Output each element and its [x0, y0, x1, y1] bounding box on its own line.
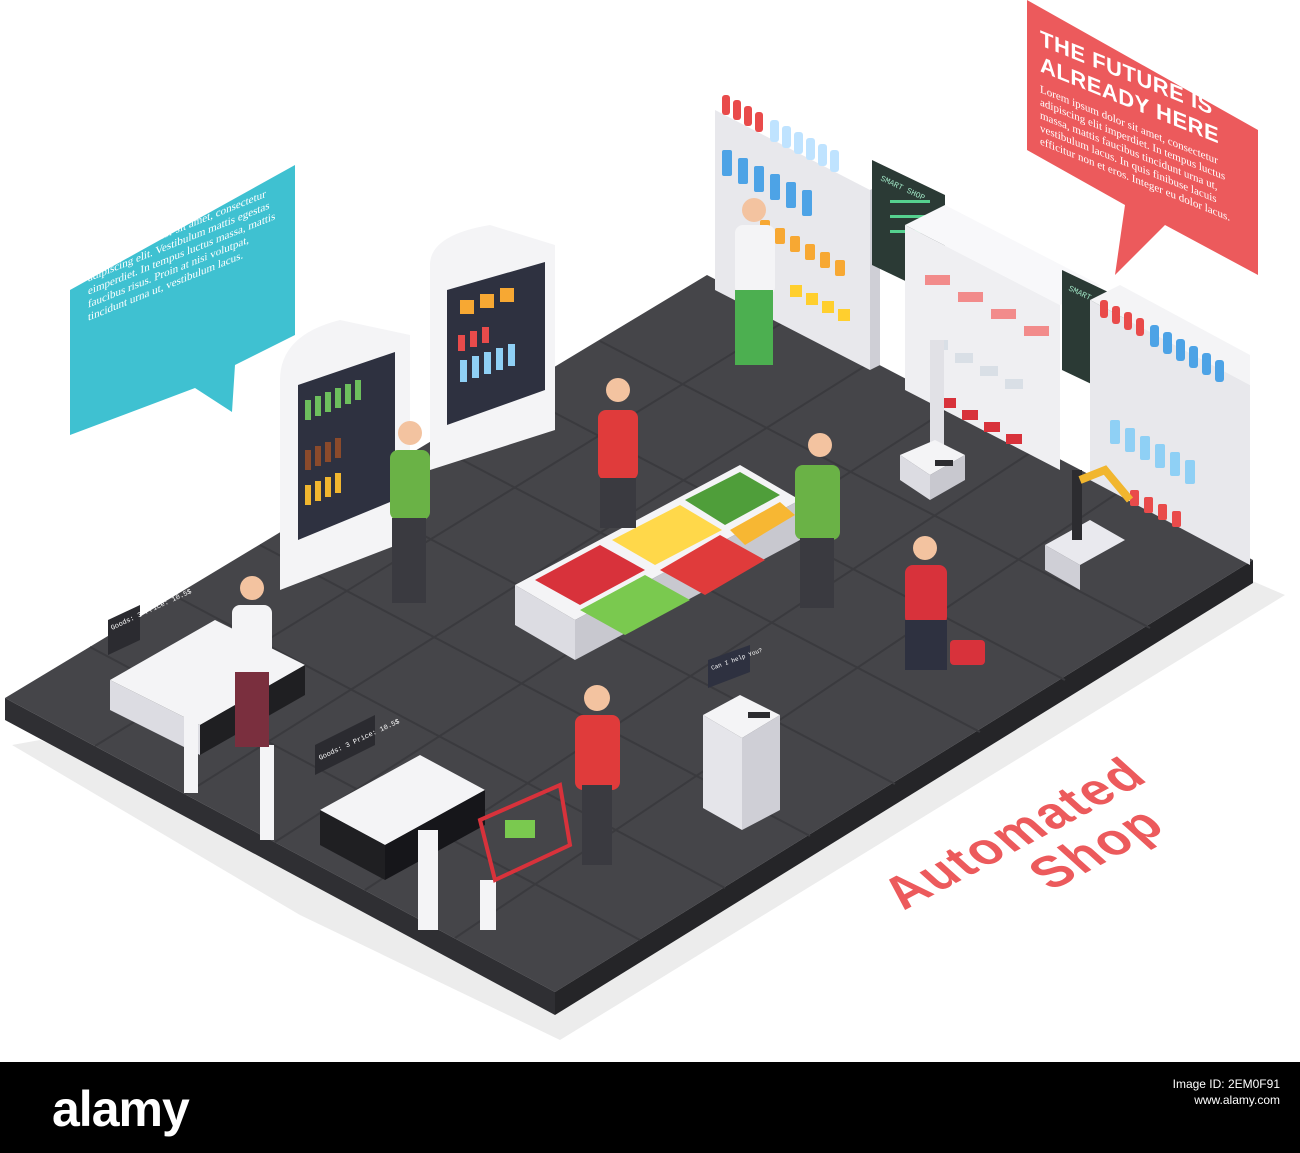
- alamy-logo: alamy: [52, 1081, 190, 1137]
- shopper-with-basket: [905, 536, 985, 670]
- floor-edge-right: [555, 560, 1253, 1015]
- exit-gates: [184, 703, 496, 930]
- speech-bubble-left-shape: [70, 165, 295, 435]
- robot-forklift: [1045, 465, 1134, 590]
- footer-meta: Image ID: 2EM0F91 www.alamy.com: [1173, 1076, 1280, 1108]
- image-id-label: Image ID: 2EM0F91: [1172, 1077, 1280, 1091]
- vending-screen-left: [280, 320, 410, 590]
- footer-url: www.alamy.com: [1194, 1093, 1280, 1107]
- customer-at-produce: [795, 433, 840, 608]
- vending-screen-right: [430, 225, 555, 470]
- assistant-robot-front: Can I help You?: [703, 645, 780, 830]
- floor-edge-left: [5, 698, 555, 1015]
- speech-bubble-right-shape: [1027, 0, 1258, 275]
- floor-shadow: [12, 580, 1285, 1040]
- service-robot-back: [900, 340, 965, 500]
- shop-illustration: SMART SHOP SMART SHOP: [5, 0, 1285, 1040]
- customer-at-vending: [390, 421, 430, 603]
- produce-stand: [515, 465, 800, 660]
- shopper-with-cart: [477, 685, 620, 883]
- customer-with-vr-glasses: [598, 378, 638, 528]
- customer-at-checkout: [232, 576, 272, 747]
- stock-footer: alamy Image ID: 2EM0F91 www.alamy.com: [0, 1062, 1300, 1153]
- staff-at-shelf: [735, 198, 775, 365]
